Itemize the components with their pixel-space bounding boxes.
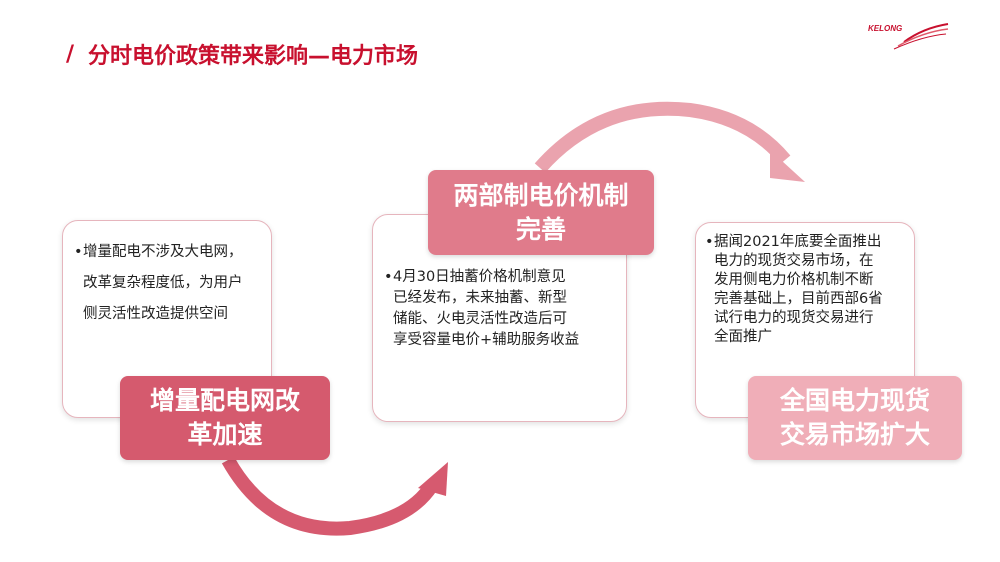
title-slash: / [66,41,75,67]
step-card-3: • 据闻2021年底要全面推出电力的现货交易市场，在发用侧电力价格机制不断完善基… [695,222,915,418]
logo-text: KELONG [868,24,903,33]
step-2-label: 两部制电价机制完善 [428,170,654,255]
title-text: 分时电价政策带来影响—电力市场 [88,44,419,69]
step-3-label: 全国电力现货交易市场扩大 [748,376,962,460]
top-arrowhead-icon [770,150,805,182]
step-1-text: • 增量配电不涉及大电网，改革复杂程度低，为用户侧灵活性改造提供空间 [74,244,243,322]
step-1-label: 增量配电网改革加速 [120,376,330,460]
step-3-text: • 据闻2021年底要全面推出电力的现货交易市场，在发用侧电力价格机制不断完善基… [705,234,883,345]
top-arc-arrow [534,101,791,173]
kelong-logo: KELONG [868,20,950,50]
logo-swoosh-icon [893,23,949,50]
bottom-arrowhead-icon [418,462,448,496]
step-2-text: • 4月30日抽蓄价格机制意见已经发布，未来抽蓄、新型储能、火电灵活性改造后可享… [384,269,580,348]
page-title: / 分时电价政策带来影响—电力市场 [66,38,418,70]
bottom-arc-arrow [221,456,438,536]
